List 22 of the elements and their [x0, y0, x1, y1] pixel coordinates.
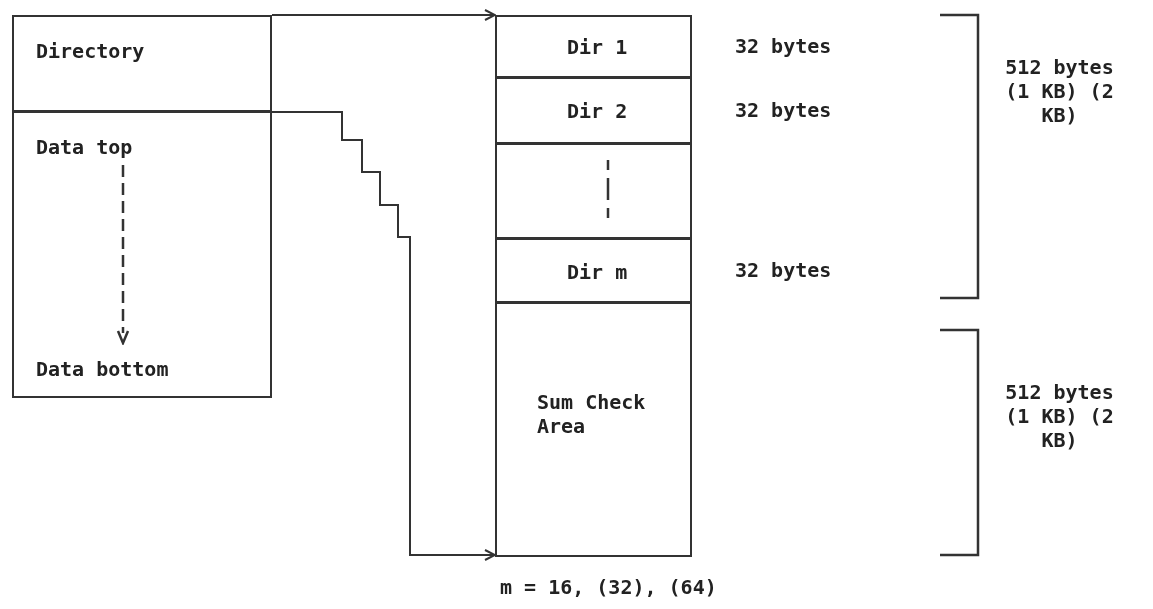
size-label: 512 bytes (1 KB) (2 KB) [1005, 55, 1114, 127]
memory-block [12, 15, 272, 112]
arrow [271, 111, 496, 561]
arrow [271, 9, 496, 21]
size-label: 512 bytes (1 KB) (2 KB) [1005, 380, 1114, 452]
directory-entry [495, 77, 692, 144]
memory-block [495, 302, 692, 557]
memory-block [495, 143, 692, 239]
size-label: 32 bytes [735, 257, 832, 282]
block-label: Data bottom [36, 357, 169, 381]
size-label: 32 bytes [735, 33, 832, 58]
note: m = 16, (32), (64) [500, 575, 717, 599]
entry-label: Dir m [567, 260, 628, 284]
entry-label: Dir 1 [567, 35, 628, 59]
memory-block [12, 111, 272, 398]
block-label: Directory [36, 39, 145, 63]
directory-entry [495, 15, 692, 78]
block-label: Sum Check Area [537, 390, 647, 438]
directory-entry [495, 238, 692, 303]
block-label: Data top [36, 135, 133, 159]
size-label: 32 bytes [735, 97, 832, 122]
entry-label: Dir 2 [567, 99, 628, 123]
